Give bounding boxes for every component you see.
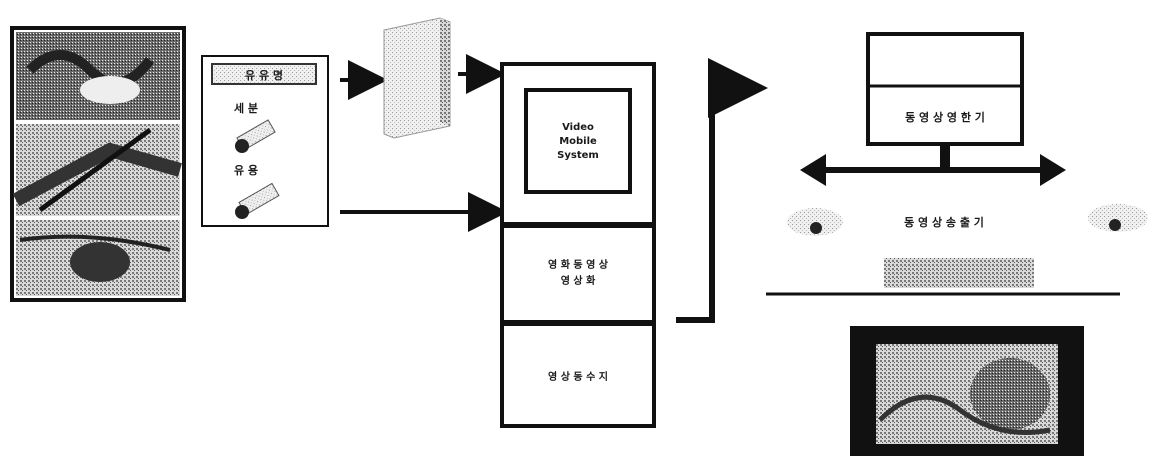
road-label: 동 영 상 송 출 기 (904, 215, 984, 229)
camera-photo-strip (12, 28, 184, 300)
panel-item-mid: 세 분 (234, 101, 258, 115)
server-box-2 (502, 226, 654, 322)
video-box-line-3: System (557, 150, 599, 161)
server-box-2-line-1: 영 화 동 영 상 (548, 258, 609, 271)
arrow-server-to-right (676, 88, 744, 320)
road-scene: 동 영 상 송 출 기 (766, 204, 1148, 294)
storage-device (384, 18, 450, 138)
server-box-3-line-1: 영 상 동 수 지 (548, 370, 608, 383)
server-column: Video Mobile System 영 화 동 영 상 영 상 화 영 상 … (502, 64, 654, 426)
server-box-2-line-2: 영 상 화 (561, 274, 596, 287)
video-box-line-2: Mobile (559, 136, 597, 147)
lamp-icon (810, 222, 822, 234)
control-panel: 유 유 명 세 분 유 용 (202, 56, 328, 226)
panel-item-low: 유 용 (234, 164, 258, 177)
video-box-line-1: Video (562, 122, 594, 133)
lamp-icon (1109, 219, 1121, 231)
arrow-head-right (1040, 154, 1066, 186)
vehicle (884, 258, 1034, 288)
arrow-head-left (800, 154, 826, 186)
panel-item-top: 유 유 명 (245, 68, 283, 82)
monitor-label: 동 영 상 영 한 기 (905, 110, 985, 124)
monitor: 동 영 상 영 한 기 (868, 34, 1022, 168)
display-screen (850, 326, 1084, 456)
